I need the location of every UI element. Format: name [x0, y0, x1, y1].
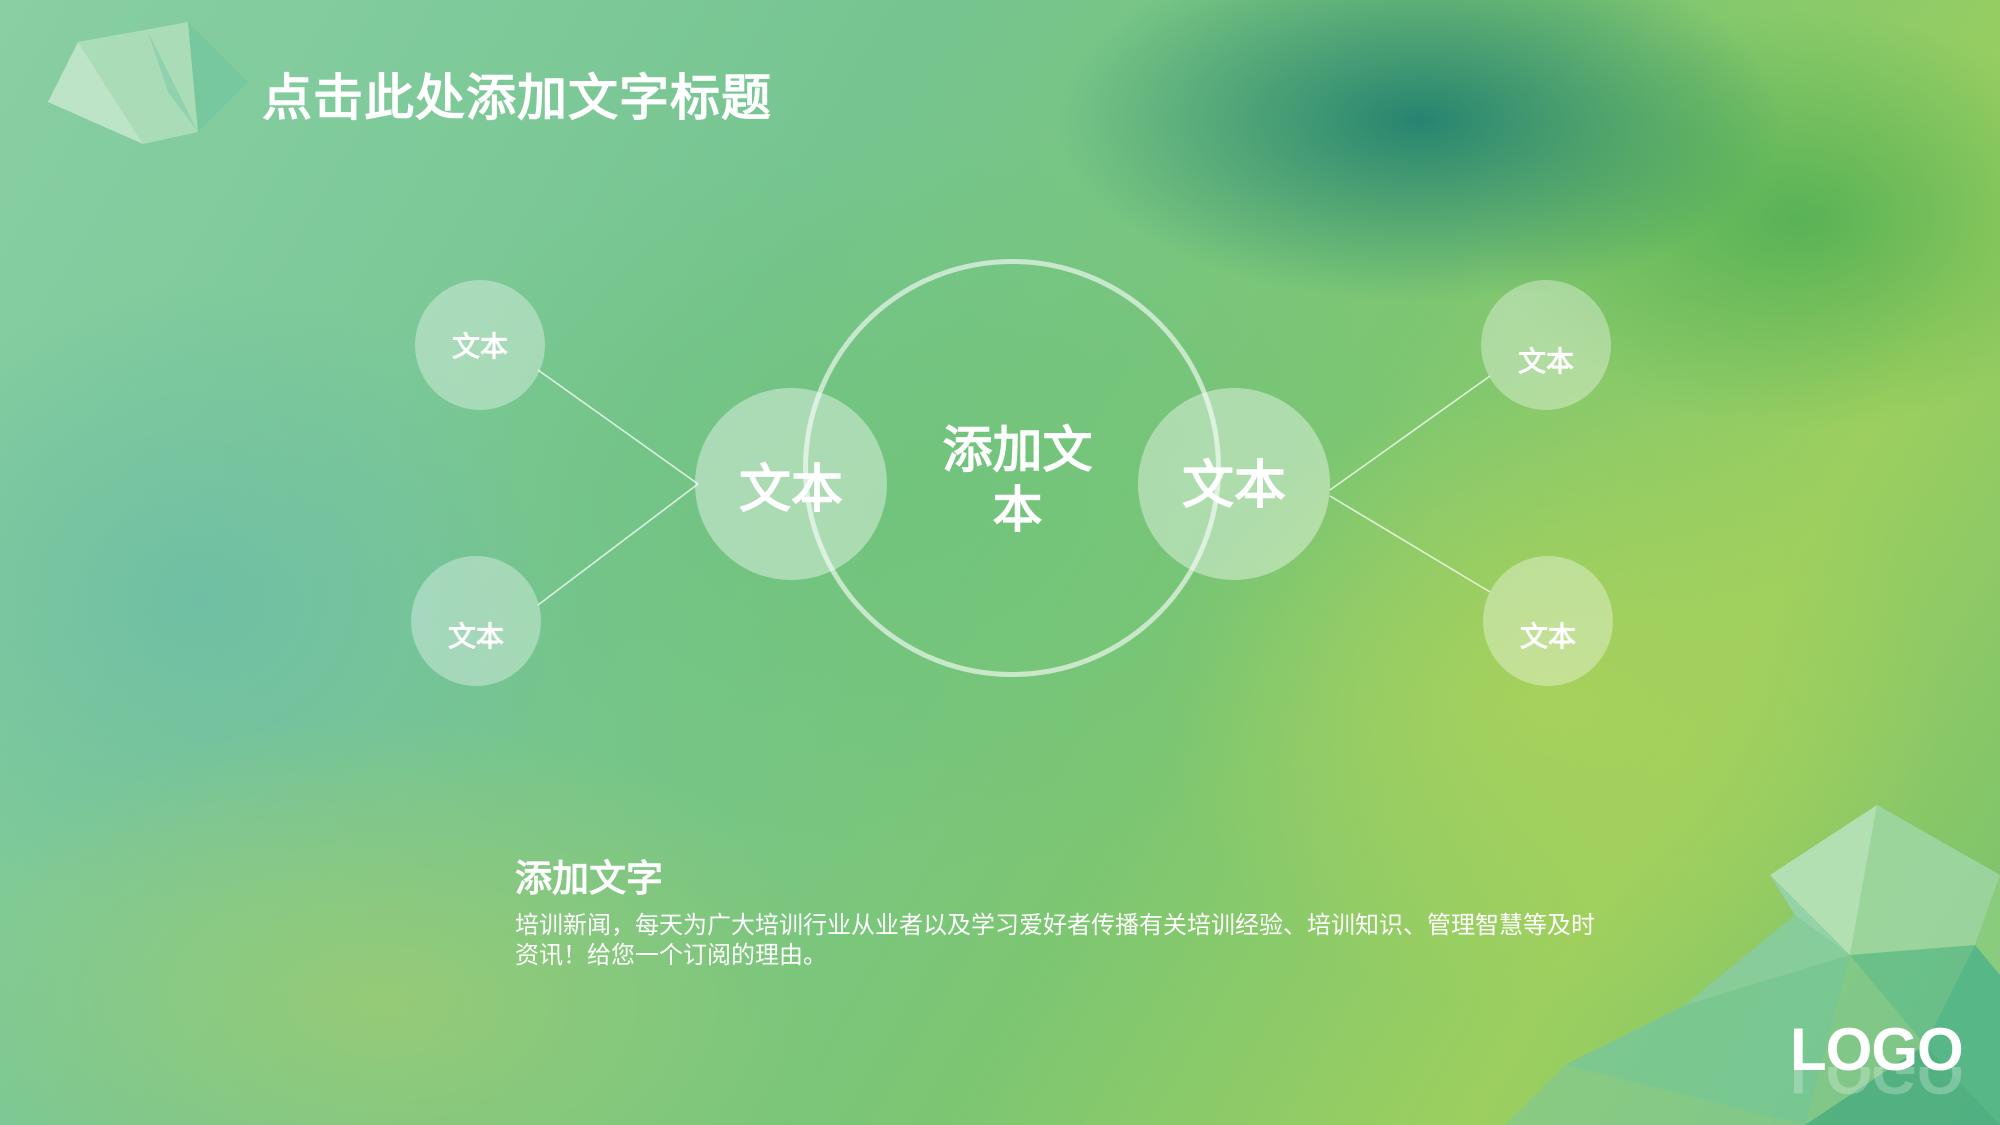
node-top-right[interactable]: 文本 [1481, 280, 1611, 410]
node-top-right-label: 文本 [1517, 345, 1574, 378]
node-bottom-left[interactable]: 文本 [411, 556, 541, 686]
node-top-left[interactable]: 文本 [415, 280, 545, 410]
node-bottom-left-label: 文本 [447, 620, 504, 653]
slide-title[interactable]: 点击此处添加文字标题 [262, 69, 772, 127]
logo: LOGO [1790, 1016, 1964, 1083]
body-heading[interactable]: 添加文字 [515, 857, 663, 900]
body-text[interactable]: 培训新闻，每天为广大培训行业从业者以及学习爱好者传播有关培训经验、培训知识、管理… [515, 911, 1595, 969]
polygon-decoration-top-left [48, 22, 248, 144]
node-bottom-right-label: 文本 [1519, 620, 1576, 653]
polygon-decoration-bottom-right [1505, 805, 2000, 1125]
logo-reflection: LOGO [1790, 1067, 1963, 1106]
center-label[interactable]: 添加文本 [942, 421, 1093, 539]
node-bottom-right[interactable]: 文本 [1483, 556, 1613, 686]
node-top-left-label: 文本 [451, 330, 508, 363]
center-ring [803, 259, 1221, 677]
